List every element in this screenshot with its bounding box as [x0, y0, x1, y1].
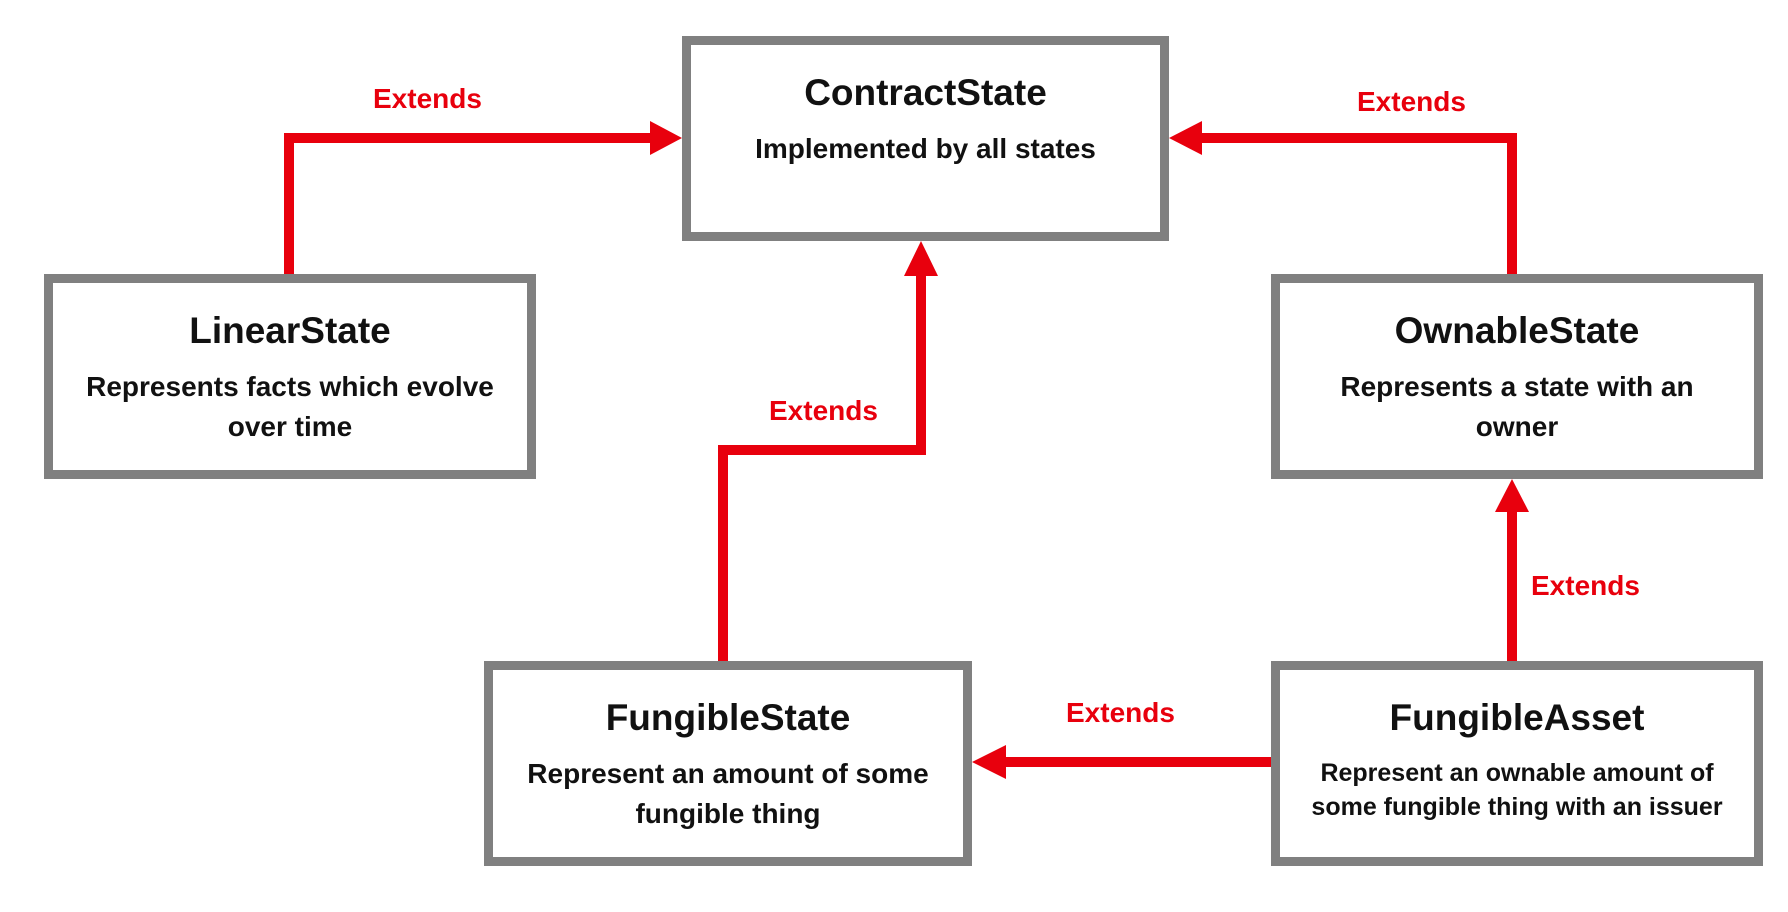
node-description: Implemented by all states [755, 133, 1096, 164]
edge-label-fungasset-to-ownable: Extends [1531, 570, 1640, 601]
node-title: ContractState [804, 72, 1047, 113]
arrow-fungstate-to-contract [718, 276, 926, 661]
node-title: FungibleAsset [1389, 697, 1645, 738]
arrow-ownable-to-contract [1202, 133, 1517, 274]
node-linear-state: LinearState Represents facts which evolv… [44, 274, 536, 479]
arrowhead-fungasset-to-fungstate [972, 745, 1006, 779]
node-description: Represent an amount of some fungible thi… [527, 758, 929, 829]
arrowhead-linear-to-contract [650, 121, 682, 155]
edge-label-fungstate-to-contract: Extends [769, 395, 878, 426]
node-description: Represent an ownable amount of some fung… [1311, 759, 1723, 821]
node-fungible-asset: FungibleAsset Represent an ownable amoun… [1271, 661, 1763, 866]
node-ownable-state: OwnableState Represents a state with an … [1271, 274, 1763, 479]
node-title: FungibleState [605, 697, 851, 738]
edge-label-linear-to-contract: Extends [373, 83, 482, 114]
edge-label-fungasset-to-fungstate: Extends [1066, 697, 1175, 728]
arrowhead-ownable-to-contract [1169, 121, 1202, 155]
arrowhead-fungasset-to-ownable [1495, 479, 1529, 512]
node-title: OwnableState [1394, 310, 1640, 351]
node-title: LinearState [189, 310, 391, 351]
arrow-linear-to-contract [284, 133, 650, 274]
edge-label-ownable-to-contract: Extends [1357, 86, 1466, 117]
node-fungible-state: FungibleState Represent an amount of som… [484, 661, 972, 866]
node-description: Represents facts which evolve over time [86, 371, 494, 442]
node-contract-state: ContractState Implemented by all states [682, 36, 1169, 241]
node-description: Represents a state with an owner [1340, 371, 1694, 442]
arrowhead-fungstate-to-contract [904, 241, 938, 276]
